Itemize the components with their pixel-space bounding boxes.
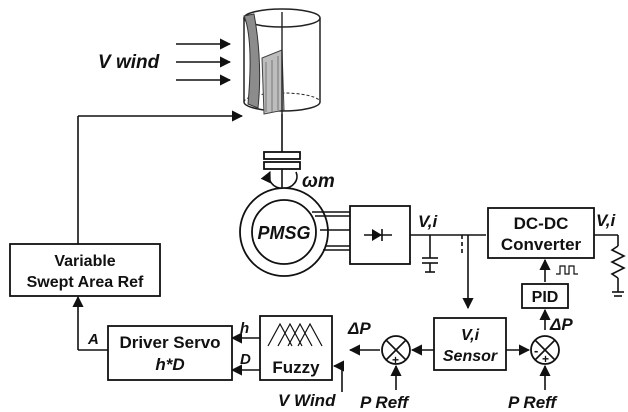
rectifier-block bbox=[349, 205, 411, 265]
h-label: h bbox=[240, 320, 249, 337]
fuzzy-block bbox=[259, 315, 333, 381]
pmsg-label: PMSG bbox=[257, 223, 310, 243]
dcdc-converter-block bbox=[487, 207, 595, 259]
fuzzy-membership-icon bbox=[267, 322, 323, 347]
wind-arrows bbox=[176, 38, 232, 86]
omega-m-label: ωm bbox=[302, 171, 335, 192]
dcdc-line1: DC-DC bbox=[514, 214, 569, 233]
sensor-line2: Sensor bbox=[443, 348, 498, 365]
shaft-coupling bbox=[260, 114, 301, 192]
swept-line2: Swept Area Ref bbox=[27, 274, 144, 291]
plus-sign-left: + bbox=[392, 353, 399, 367]
swept-line1: Variable bbox=[54, 253, 115, 270]
wind-turbine-icon bbox=[243, 8, 321, 115]
a-label: A bbox=[87, 331, 99, 348]
pmsg-generator bbox=[239, 187, 329, 277]
load-resistor bbox=[594, 234, 626, 297]
pid-block bbox=[521, 283, 569, 309]
sensor-line1: V,i bbox=[461, 327, 480, 344]
p-reff-right-label: P Reff bbox=[508, 393, 559, 412]
servo-line2: h*D bbox=[155, 355, 184, 374]
servo-line1: Driver Servo bbox=[119, 333, 220, 352]
p-reff-left-label: P Reff bbox=[360, 393, 411, 412]
dc-bus bbox=[410, 234, 486, 310]
minus-sign-right: - bbox=[534, 343, 538, 358]
delta-p-left-label: ΔP bbox=[347, 319, 371, 338]
v-wind-top-label: V wind bbox=[98, 52, 160, 73]
dcdc-line2: Converter bbox=[501, 235, 582, 254]
delta-p-right-label: ΔP bbox=[549, 315, 573, 334]
pwm-signal-icon bbox=[539, 258, 578, 282]
vi-gen-label: V,i bbox=[418, 212, 439, 231]
three-phase-lines bbox=[312, 211, 350, 251]
swept-area-block bbox=[9, 243, 161, 297]
driver-servo-block bbox=[107, 325, 233, 381]
v-wind-bottom-label: V Wind bbox=[278, 391, 336, 410]
vi-out-label: V,i bbox=[596, 211, 617, 230]
summing-junction-left bbox=[381, 335, 411, 365]
fuzzy-label: Fuzzy bbox=[272, 358, 320, 377]
sensor-block bbox=[433, 317, 507, 371]
pid-label: PID bbox=[532, 289, 559, 306]
summing-junction-right bbox=[530, 335, 560, 365]
plus-sign-right: + bbox=[542, 352, 549, 366]
d-label: D bbox=[240, 351, 251, 368]
